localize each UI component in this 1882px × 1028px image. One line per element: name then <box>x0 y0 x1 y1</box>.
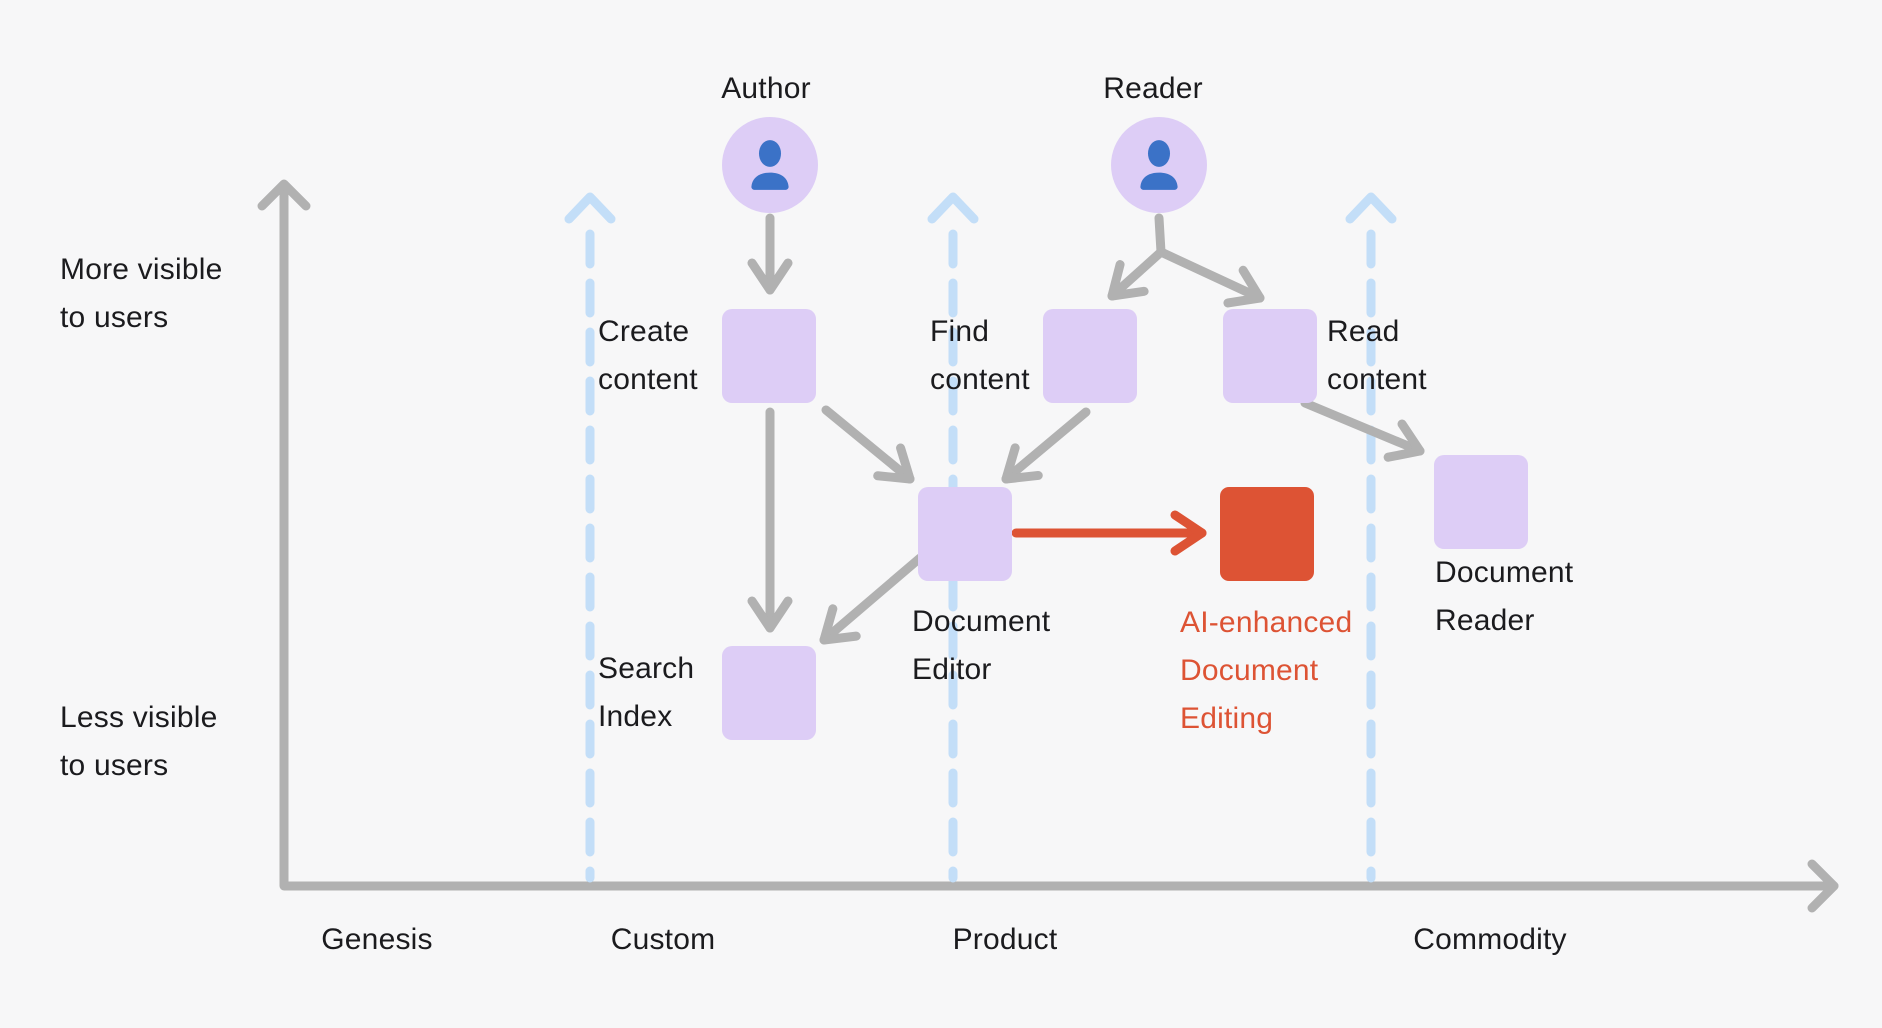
y-axis-arrowhead <box>257 179 311 211</box>
person-icon <box>751 140 789 190</box>
stage-label-custom: Custom <box>610 923 716 956</box>
node-find-content <box>1043 309 1137 403</box>
stage-label-commodity: Commodity <box>1413 923 1567 956</box>
arrow-document-editor-to-search-index <box>819 553 925 645</box>
stage-label-product: Product <box>952 923 1058 956</box>
evolution-arrowhead-product <box>927 192 979 224</box>
reader-avatar <box>1111 117 1207 213</box>
actor-label-author: Author <box>721 72 811 105</box>
arrow-find-content-to-document-editor <box>1001 407 1091 484</box>
node-label-read-content: Read content <box>1327 315 1427 396</box>
arrow-create-content-to-document-editor <box>821 405 915 484</box>
arrow-read-content-to-document-reader <box>1300 398 1425 462</box>
stage-label-genesis: Genesis <box>321 923 433 956</box>
node-create-content <box>722 309 816 403</box>
arrow-reader-to-find-content <box>1107 213 1166 301</box>
node-ai-enhanced-document-editing <box>1220 487 1314 581</box>
author-avatar <box>722 117 818 213</box>
person-icon <box>1140 140 1178 190</box>
x-axis-arrowhead <box>1807 859 1839 913</box>
evolution-arrowhead-commodity <box>1345 192 1397 224</box>
node-label-find-content: Find content <box>930 315 1030 396</box>
node-search-index <box>722 646 816 740</box>
node-label-search-index: Search Index <box>598 652 695 733</box>
node-document-editor <box>918 487 1012 581</box>
arrow-reader-to-read-content <box>1156 247 1265 308</box>
y-axis-label-bottom: Less visible to users <box>60 701 218 782</box>
evolution-arrowhead-custom <box>564 192 616 224</box>
y-axis-label-top: More visible to users <box>60 253 223 334</box>
node-read-content <box>1223 309 1317 403</box>
node-label-create-content: Create content <box>598 315 698 396</box>
node-label-ai-enhanced-document-editing: AI-enhanced Document Editing <box>1180 606 1353 735</box>
node-label-document-reader: Document Reader <box>1435 556 1574 637</box>
axes-lines <box>279 185 1839 891</box>
node-document-reader <box>1434 455 1528 549</box>
node-label-document-editor: Document Editor <box>912 605 1051 686</box>
actor-label-reader: Reader <box>1103 72 1203 105</box>
